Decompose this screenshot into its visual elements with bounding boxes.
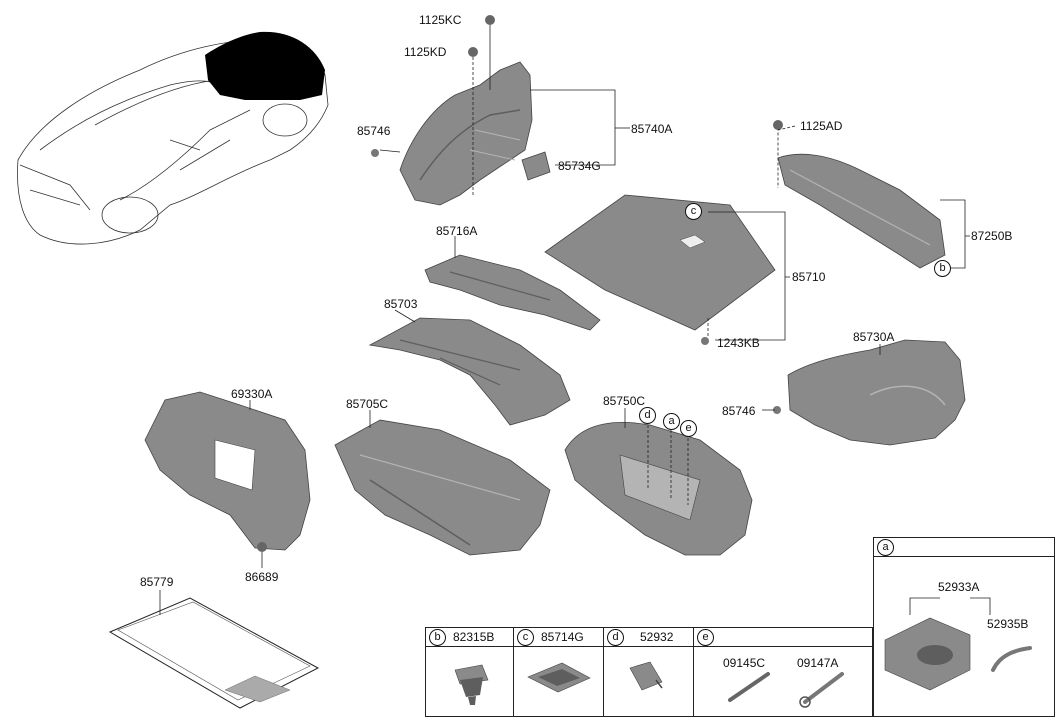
fastener-85746-top — [371, 149, 379, 157]
part-52933A-icon — [884, 617, 971, 691]
part-85734G — [521, 151, 551, 181]
part-82315B-icon — [454, 664, 489, 705]
legend-callout-c: c — [517, 629, 534, 646]
label-85703: 85703 — [384, 297, 418, 311]
callout-a: a — [663, 413, 680, 430]
part-52935B-icon — [991, 646, 1032, 672]
legend-part-09147A: 09147A — [797, 656, 839, 670]
label-85705C: 85705C — [346, 397, 389, 411]
label-52933A: 52933A — [938, 580, 980, 594]
fastener-1243KB — [701, 337, 709, 345]
legend-callout-b: b — [429, 629, 446, 646]
label-1243KB: 1243KB — [717, 336, 760, 350]
label-52935B: 52935B — [987, 617, 1029, 631]
label-1125KD: 1125KD — [404, 45, 447, 59]
part-85740A — [399, 61, 533, 206]
fastener-1125KD — [468, 47, 478, 57]
legend-box-a — [873, 537, 1055, 717]
part-85710 — [544, 194, 776, 331]
label-85746-right: 85746 — [722, 404, 756, 418]
label-87250B: 87250B — [971, 229, 1013, 243]
label-1125KC: 1125KC — [419, 13, 462, 27]
vehicle-illustration — [17, 39, 329, 245]
callout-e: e — [680, 420, 697, 437]
legend-part-82315B: 82315B — [453, 630, 495, 644]
part-85779 — [108, 597, 320, 709]
fastener-1125KC — [485, 15, 495, 25]
label-85779: 85779 — [140, 575, 174, 589]
fastener-85746-right — [773, 406, 781, 414]
part-85714G-icon — [527, 662, 591, 693]
label-86689: 86689 — [245, 570, 279, 584]
label-85746-top: 85746 — [357, 124, 391, 138]
leader-lines — [159, 25, 991, 615]
legend-icons — [454, 617, 1032, 708]
label-85710: 85710 — [792, 270, 826, 284]
callout-b: b — [934, 260, 951, 277]
legend-part-52932: 52932 — [640, 630, 674, 644]
fastener-1125AD — [773, 120, 783, 130]
callout-c: c — [685, 203, 702, 220]
label-85734G: 85734G — [558, 159, 601, 173]
fastener-86689 — [257, 542, 267, 552]
legend-callout-a: a — [877, 539, 894, 556]
callout-d: d — [639, 407, 656, 424]
legend-part-09145C: 09145C — [723, 656, 766, 670]
legend-part-85714G: 85714G — [541, 630, 584, 644]
part-85716A — [424, 254, 601, 331]
part-85705C — [334, 419, 551, 556]
label-85716A: 85716A — [436, 224, 478, 238]
part-52932-icon — [629, 661, 663, 691]
part-09145C-icon — [728, 672, 770, 702]
label-1125AD: 1125AD — [800, 119, 843, 133]
legend-callout-d: d — [607, 629, 624, 646]
label-85750C: 85750C — [603, 394, 646, 408]
legend-callout-e: e — [697, 629, 714, 646]
label-85740A: 85740A — [631, 122, 673, 136]
part-09147A-icon — [799, 672, 844, 708]
label-69330A: 69330A — [231, 387, 273, 401]
legend-table — [425, 627, 873, 717]
trunk-highlight — [205, 31, 325, 100]
label-85730A: 85730A — [853, 330, 895, 344]
part-87250B — [777, 153, 946, 269]
